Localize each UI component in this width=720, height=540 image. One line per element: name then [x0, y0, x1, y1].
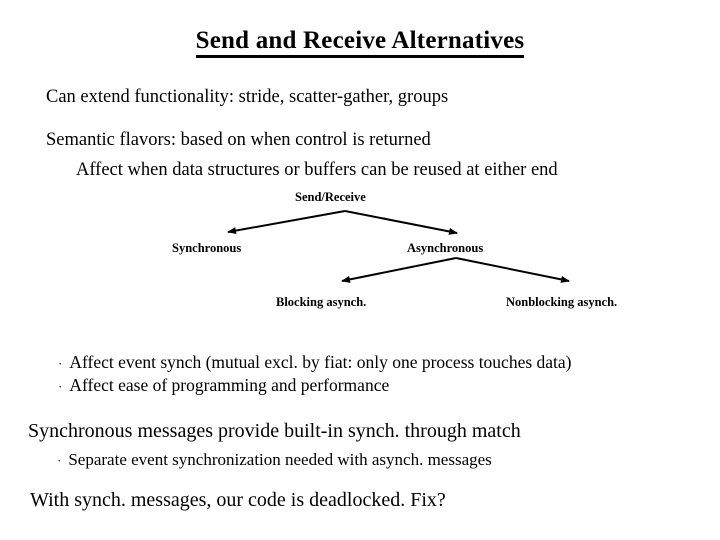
- list-item: · Affect event synch (mutual excl. by fi…: [58, 352, 572, 373]
- edge-async-to-nonblocking: [455, 257, 570, 283]
- edge-root-to-synchronous: [227, 210, 346, 235]
- list-item: · Affect ease of programming and perform…: [58, 375, 389, 396]
- list-item-label: Affect event synch (mutual excl. by fiat…: [69, 352, 572, 372]
- body-line-deadlock: With synch. messages, our code is deadlo…: [30, 489, 446, 511]
- bullet-marker-icon: ·: [57, 453, 62, 468]
- page-title-text: Send and Receive Alternatives: [195, 27, 525, 58]
- page-title: Send and Receive Alternatives: [0, 27, 720, 58]
- tree-node-send-receive: Send/Receive: [295, 190, 366, 204]
- body-line-flavors: Semantic flavors: based on when control …: [46, 130, 431, 150]
- list-item-label: Separate event synchronization needed wi…: [68, 450, 492, 469]
- tree-node-asynchronous: Asynchronous: [407, 241, 484, 255]
- edge-root-to-asynchronous: [344, 210, 458, 235]
- bullet-marker-icon: ·: [58, 379, 63, 394]
- list-item-label: Affect ease of programming and performan…: [69, 375, 390, 395]
- body-line-affect: Affect when data structures or buffers c…: [76, 160, 558, 180]
- tree-node-nonblocking-asynch: Nonblocking asynch.: [506, 295, 618, 309]
- body-line-extend: Can extend functionality: stride, scatte…: [46, 87, 449, 107]
- tree-node-blocking-asynch: Blocking asynch.: [276, 295, 367, 309]
- tree-node-synchronous: Synchronous: [172, 241, 242, 255]
- bullet-marker-icon: ·: [58, 356, 63, 371]
- edge-async-to-blocking: [341, 257, 457, 283]
- list-item: · Separate event synchronization needed …: [57, 450, 492, 470]
- body-line-sync-messages: Synchronous messages provide built-in sy…: [28, 420, 521, 442]
